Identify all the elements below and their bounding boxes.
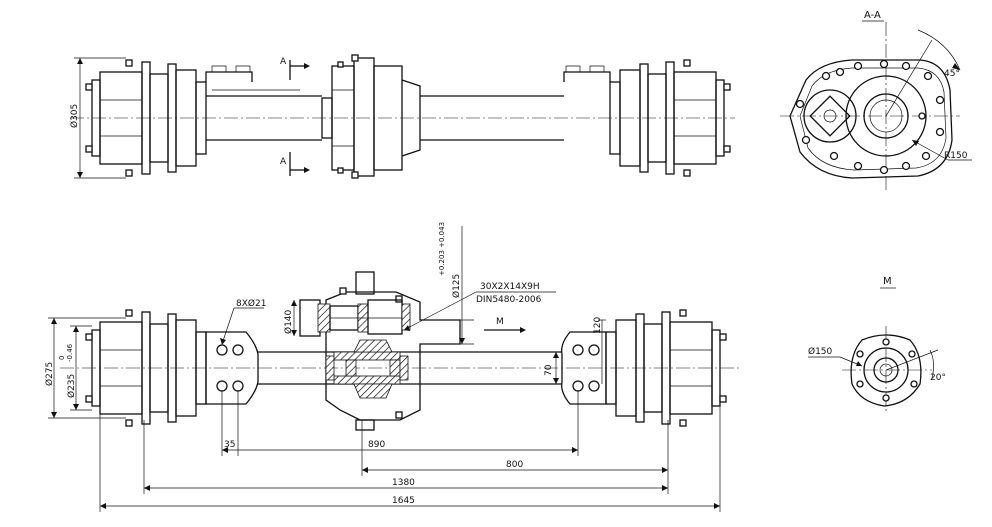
dim-dia-235-tol-upper: 0 bbox=[58, 356, 66, 360]
dim-dia-235: Ø235 bbox=[66, 374, 77, 398]
section-a-a-view: A-A bbox=[780, 10, 972, 190]
label-spline-standard: DIN5480-2006 bbox=[476, 295, 542, 305]
label-spline-spec: 30X2X14X9H bbox=[480, 282, 540, 292]
dim-dia-125: Ø125 bbox=[451, 274, 462, 298]
dim-dia-235-tol-lower: -0.46 bbox=[66, 343, 74, 362]
dim-800: 800 bbox=[506, 460, 523, 470]
section-mark-a-top: A bbox=[280, 57, 287, 67]
dim-dia-305: Ø305 bbox=[69, 104, 80, 128]
view-m-arrow-label: M bbox=[496, 317, 504, 327]
top-view: A A bbox=[69, 54, 735, 179]
dim-angle-20: 20° bbox=[930, 373, 946, 383]
label-bolts-8x21: 8XØ21 bbox=[236, 298, 266, 309]
dim-dia-125-tol: +0.203 +0.043 bbox=[438, 222, 446, 276]
section-mark-a-bottom: A bbox=[280, 157, 287, 167]
dim-dia-275: Ø275 bbox=[44, 362, 55, 386]
dim-angle-45: 45° bbox=[944, 69, 960, 79]
dim-1645: 1645 bbox=[392, 496, 415, 506]
dim-120: 120 bbox=[593, 317, 603, 334]
dim-r150: R150 bbox=[944, 151, 968, 161]
section-a-a-title: A-A bbox=[864, 10, 881, 21]
dim-1380: 1380 bbox=[392, 478, 415, 488]
dim-70: 70 bbox=[544, 364, 554, 376]
view-m-title: M bbox=[883, 276, 892, 287]
dim-dia-150: Ø150 bbox=[808, 346, 833, 357]
dim-35: 35 bbox=[224, 440, 235, 450]
section-bolts bbox=[795, 59, 945, 175]
front-view: Ø275 Ø235 0 -0.46 8XØ21 Ø140 Ø125 +0.203… bbox=[44, 222, 740, 512]
view-m: M Ø150 20° bbox=[808, 276, 946, 412]
dim-890: 890 bbox=[368, 440, 385, 450]
dim-dia-140: Ø140 bbox=[283, 309, 294, 334]
